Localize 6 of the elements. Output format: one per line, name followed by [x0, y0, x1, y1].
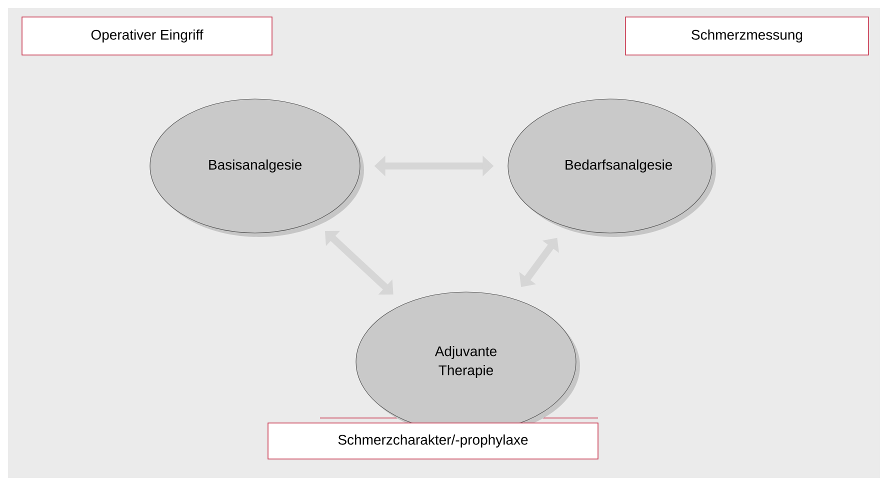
ellipse-node: Adjuvante Therapie [356, 292, 576, 432]
label-box: Schmerzmessung [625, 16, 869, 56]
ellipse-node: Bedarfsanalgesie [508, 98, 712, 234]
label-box: Schmerzcharakter/-prophylaxe [268, 422, 598, 460]
label-box: Operativer Eingriff [22, 16, 272, 56]
ellipse-node: Basisanalgesie [150, 98, 360, 234]
